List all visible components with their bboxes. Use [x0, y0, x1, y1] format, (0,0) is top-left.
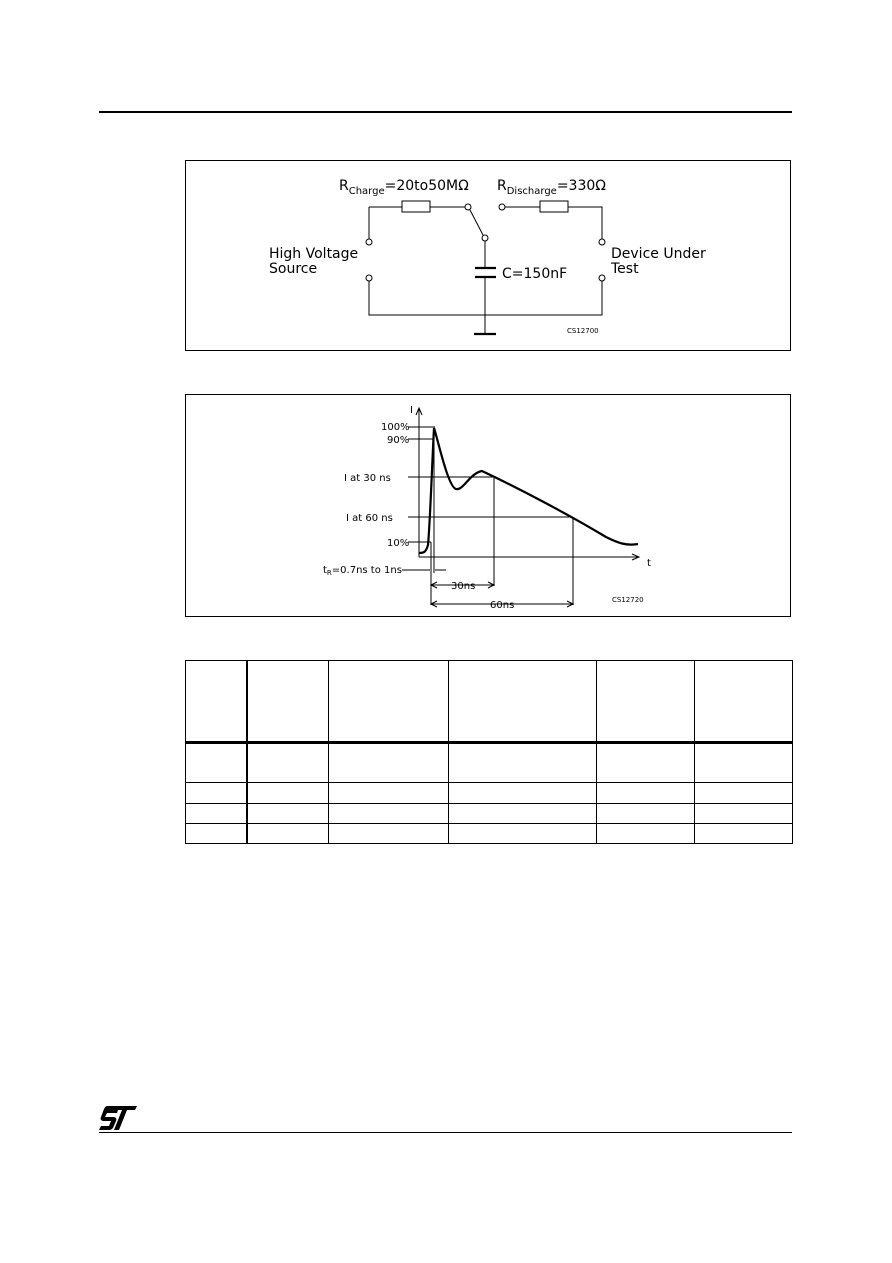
dim-30ns-arrow-right: [487, 581, 496, 589]
table-cell: [185, 782, 248, 804]
hv-terminal-top: [365, 238, 373, 246]
dut-label-2: Test: [610, 261, 639, 277]
table-cell: [185, 660, 248, 744]
esd-circuit-diagram: RCharge=20to50MΩ RDischarge=330Ω High Vo…: [269, 178, 706, 336]
label-i-30ns: I at 30 ns: [344, 473, 391, 484]
footer-rule: [99, 1132, 792, 1133]
label-i-60ns: I at 60 ns: [346, 513, 393, 524]
table-cell: [185, 802, 248, 824]
table-cell: [448, 802, 597, 824]
r-charge-label: RCharge=20to50MΩ: [339, 178, 469, 197]
y-axis-arrow: [415, 406, 423, 416]
table-cell: [246, 822, 329, 845]
switch-contact-left: [464, 203, 472, 211]
table-cell: [328, 802, 449, 824]
label-90: 90%: [387, 435, 409, 446]
hv-terminal-bottom: [365, 274, 373, 282]
table-cell: [596, 741, 695, 784]
rise-time-label: tR=0.7ns to 1ns: [323, 565, 402, 577]
table-cell: [694, 741, 793, 784]
table-cell: [596, 802, 695, 824]
dut-label-1: Device Under: [611, 246, 706, 262]
switch-pivot: [481, 234, 489, 242]
dim-60ns-arrow-right: [566, 600, 575, 608]
table-cell: [596, 782, 695, 804]
dim-60ns-arrow-left: [429, 600, 438, 608]
wire-discharge-out: [568, 206, 603, 239]
current-waveform: [418, 427, 639, 555]
table-header-row: [185, 660, 793, 744]
table-cell: [694, 782, 793, 804]
dut-terminal-bottom: [598, 274, 606, 282]
table-cell: [328, 660, 449, 744]
table-cell: [185, 822, 248, 845]
table-cell: [246, 741, 329, 784]
dut-terminal-top: [598, 238, 606, 246]
header-rule: [99, 111, 792, 113]
table-cell: [448, 660, 597, 744]
table-cell: [694, 660, 793, 744]
table-row: [185, 822, 793, 845]
switch-contact-right: [498, 203, 506, 211]
table-cell: [246, 782, 329, 804]
esd-circuit-figure: RCharge=20to50MΩ RDischarge=330Ω High Vo…: [185, 160, 791, 351]
label-10: 10%: [387, 538, 409, 549]
spec-table: [185, 660, 793, 845]
capacitor-label: C=150nF: [502, 266, 567, 282]
dim-60ns-label: 60ns: [490, 600, 514, 611]
table-cell: [246, 802, 329, 824]
table-cell: [448, 741, 597, 784]
table-cell: [185, 741, 248, 784]
hv-source-label-2: Source: [269, 261, 317, 277]
table-row: [185, 782, 793, 804]
table-cell: [694, 822, 793, 845]
figure-code: CS12720: [612, 596, 644, 604]
st-logo: [99, 1106, 137, 1130]
r-discharge-label: RDischarge=330Ω: [497, 178, 606, 197]
table-row: [185, 802, 793, 824]
table-cell: [328, 782, 449, 804]
table-cell: [246, 660, 329, 744]
table-cell: [448, 822, 597, 845]
esd-waveform-figure: I t 100% 90% I at 30 ns I at 60 ns 10% t…: [185, 394, 791, 617]
table-cell: [694, 802, 793, 824]
dim-30ns-label: 30ns: [451, 581, 475, 592]
table-cell: [596, 822, 695, 845]
dim-30ns-arrow-left: [429, 581, 438, 589]
x-axis-label: t: [647, 558, 651, 569]
table-cell: [328, 822, 449, 845]
table-cell: [596, 660, 695, 744]
y-axis-label: I: [410, 405, 413, 416]
table-cell: [328, 741, 449, 784]
discharge-resistor: [539, 200, 569, 213]
esd-waveform-diagram: I t 100% 90% I at 30 ns I at 60 ns 10% t…: [323, 405, 651, 611]
table-row: [185, 741, 793, 784]
label-100: 100%: [381, 422, 410, 433]
x-axis-arrow: [631, 553, 641, 561]
charge-resistor: [401, 200, 431, 213]
switch-arm: [469, 209, 484, 236]
table-cell: [448, 782, 597, 804]
figure-code: CS12700: [567, 327, 599, 335]
hv-source-label-1: High Voltage: [269, 246, 358, 262]
